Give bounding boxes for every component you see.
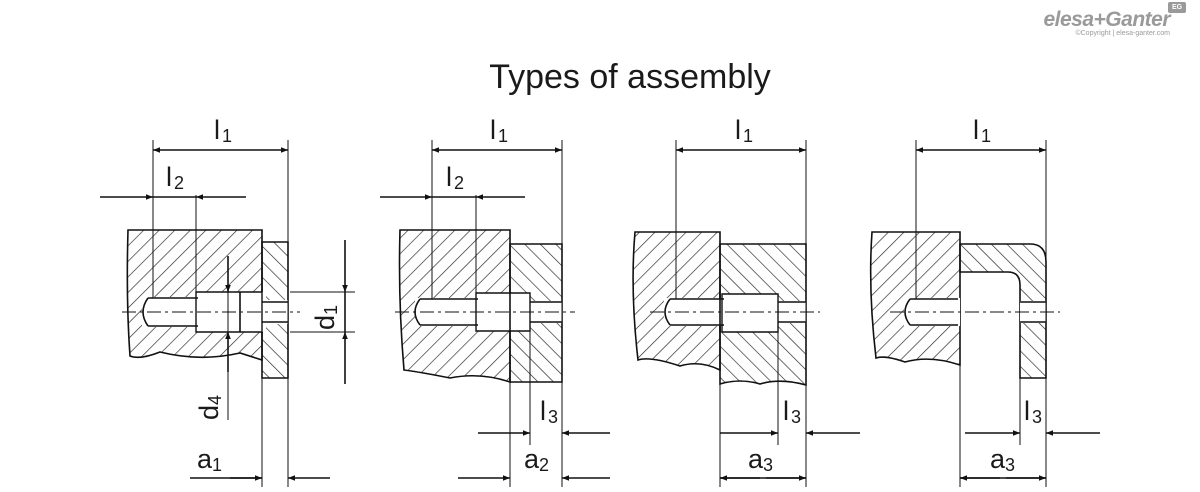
brand-logo: elesa+Ganter ©Copyright | elesa-ganter.c… xyxy=(1043,8,1170,37)
svg-text:l: l xyxy=(214,115,220,145)
svg-text:3: 3 xyxy=(763,455,773,475)
svg-text:l: l xyxy=(446,162,452,192)
brand-badge: EG xyxy=(1168,2,1186,13)
svg-text:a: a xyxy=(748,444,764,474)
svg-text:d: d xyxy=(310,315,340,330)
assembly-4 xyxy=(869,140,1100,487)
svg-text:d: d xyxy=(194,405,224,420)
page-title: Types of assembly xyxy=(489,58,771,96)
svg-text:1: 1 xyxy=(743,126,753,146)
svg-text:l: l xyxy=(490,115,496,145)
label-a1: a 1 xyxy=(197,444,222,475)
assembly-1 xyxy=(100,140,355,487)
svg-text:1: 1 xyxy=(321,305,341,315)
svg-text:2: 2 xyxy=(174,173,184,193)
svg-text:l: l xyxy=(783,396,789,426)
label-a3-assembly-3: a 3 xyxy=(748,444,773,475)
svg-text:1: 1 xyxy=(222,126,232,146)
svg-text:3: 3 xyxy=(548,407,558,427)
label-l1-assembly-2: l 1 xyxy=(490,115,508,146)
label-d4: d 4 xyxy=(194,395,225,420)
svg-text:3: 3 xyxy=(1005,455,1015,475)
label-l3-assembly-4: l 3 xyxy=(1024,396,1042,427)
label-a2: a 2 xyxy=(524,444,549,475)
svg-text:l: l xyxy=(166,162,172,192)
brand-name: elesa+Ganter xyxy=(1043,8,1170,31)
svg-text:l: l xyxy=(735,115,741,145)
brand-copyright: ©Copyright | elesa-ganter.com xyxy=(1075,30,1170,37)
svg-text:3: 3 xyxy=(1032,407,1042,427)
svg-text:a: a xyxy=(524,444,540,474)
label-a3-assembly-4: a 3 xyxy=(990,444,1015,475)
label-l1-assembly-3: l 1 xyxy=(735,115,753,146)
svg-text:1: 1 xyxy=(498,126,508,146)
label-l3-assembly-2: l 3 xyxy=(540,396,558,427)
label-d1: d 1 xyxy=(310,305,341,330)
svg-text:1: 1 xyxy=(212,455,222,475)
label-l1-assembly-1: l 1 xyxy=(214,115,232,146)
svg-text:3: 3 xyxy=(791,407,801,427)
svg-text:l: l xyxy=(1024,396,1030,426)
svg-text:2: 2 xyxy=(539,455,549,475)
label-l2-assembly-1: l 2 xyxy=(166,162,184,193)
label-l2-assembly-2: l 2 xyxy=(446,162,464,193)
svg-text:4: 4 xyxy=(205,395,225,405)
label-l1-assembly-4: l 1 xyxy=(973,115,991,146)
svg-text:a: a xyxy=(990,444,1006,474)
label-l3-assembly-3: l 3 xyxy=(783,396,801,427)
svg-text:1: 1 xyxy=(981,126,991,146)
svg-text:l: l xyxy=(973,115,979,145)
assembly-3 xyxy=(632,140,860,487)
svg-text:2: 2 xyxy=(454,173,464,193)
svg-text:l: l xyxy=(540,396,546,426)
assembly-2 xyxy=(380,140,610,487)
svg-text:a: a xyxy=(197,444,213,474)
